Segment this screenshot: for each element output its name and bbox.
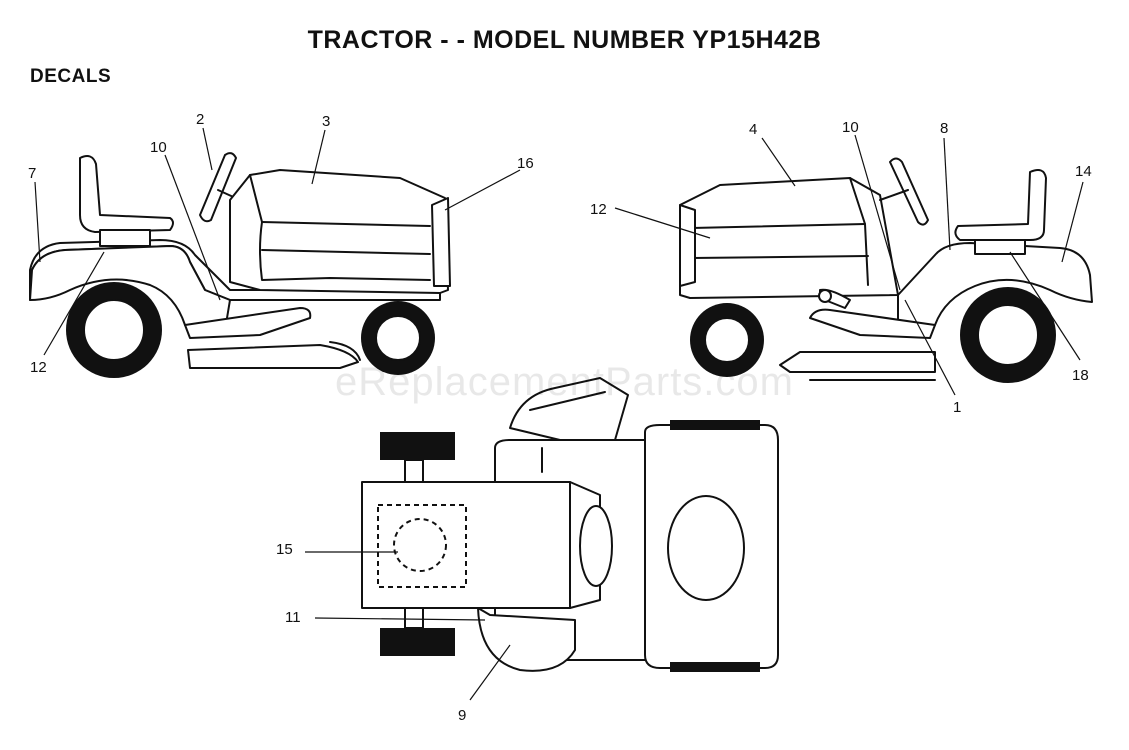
- callout-9: 9: [458, 707, 466, 724]
- callout-15: 15: [276, 541, 293, 558]
- tractor-left-side-view: [29, 127, 521, 378]
- callout-7: 7: [28, 165, 36, 182]
- callout-11: 11: [285, 609, 301, 626]
- page-title: TRACTOR - - MODEL NUMBER YP15H42B: [307, 26, 822, 54]
- callout-10: 10: [842, 119, 859, 136]
- callout-3: 3: [322, 113, 330, 130]
- watermark: eReplacementParts.com: [335, 360, 794, 404]
- callout-18: 18: [1072, 367, 1089, 384]
- callout-10: 10: [150, 139, 167, 156]
- callout-12: 12: [590, 201, 607, 218]
- callout-8: 8: [940, 120, 948, 137]
- tractor-top-view: [305, 377, 779, 701]
- section-label: DECALS: [30, 66, 112, 87]
- callout-12: 12: [30, 359, 47, 376]
- callout-2: 2: [196, 111, 204, 128]
- callout-1: 1: [953, 399, 961, 416]
- callout-16: 16: [517, 155, 534, 172]
- callout-4: 4: [749, 121, 757, 138]
- callout-14: 14: [1075, 163, 1092, 180]
- tractor-right-side-view: [614, 134, 1093, 396]
